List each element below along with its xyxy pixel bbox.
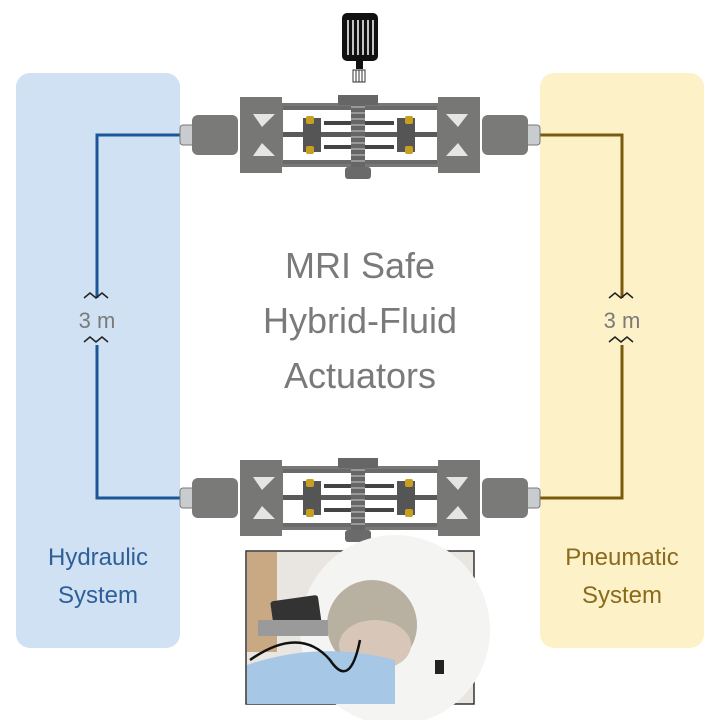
hydraulic-length-label: 3 m [78,308,116,333]
diagram-title: MRI Safe Hybrid-Fluid Actuators [200,238,520,403]
title-line-1: MRI Safe [284,245,436,286]
top-actuator [179,94,541,180]
hydraulic-label-line-1: Hydraulic [47,544,149,571]
pneumatic-label-line-2: System [581,582,662,609]
title-line-3: Actuators [283,355,437,396]
pneumatic-line [538,133,634,500]
pneumatic-length-label: 3 m [603,308,641,333]
hydraulic-system-label: Hydraulic System [16,539,180,615]
hydraulic-line [83,133,182,500]
hydraulic-label-line-2: System [57,582,138,609]
motor-icon [342,13,378,83]
bottom-actuator [179,457,541,543]
title-line-2: Hybrid-Fluid [262,300,458,341]
pneumatic-system-label: Pneumatic System [540,539,704,615]
pneumatic-label-line-1: Pneumatic [565,544,679,571]
mri-photo [245,535,490,720]
